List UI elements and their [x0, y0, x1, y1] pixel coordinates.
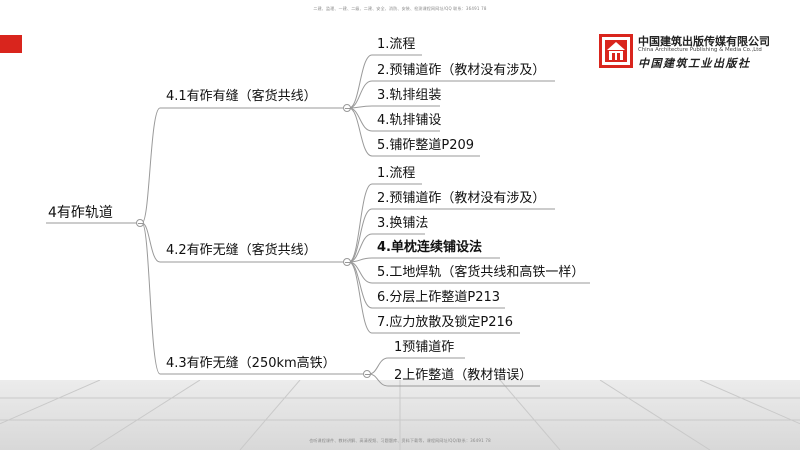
publisher-name-en: China Architecture Publishing & Media Co… [638, 47, 762, 53]
publisher-emblem-icon [599, 34, 633, 68]
publisher-name-script: 中国建筑工业出版社 [638, 57, 751, 70]
leaf-4-2-6[interactable]: 6.分层上砟整道P213 [377, 290, 501, 305]
branch-4-1[interactable]: 4.1有砟有缝（客货共线） [166, 89, 317, 104]
publisher-name-cn: 中国建筑出版传媒有限公司 [638, 35, 770, 48]
branch-4-3[interactable]: 4.3有砟无缝（250km高铁） [166, 356, 336, 371]
leaf-4-1-2[interactable]: 2.预铺道砟（教材没有涉及） [377, 63, 546, 78]
leaf-4-1-4[interactable]: 4.轨排铺设 [377, 113, 442, 128]
leaf-4-2-1[interactable]: 1.流程 [377, 166, 416, 181]
publisher-logo: 中国建筑出版传媒有限公司 China Architecture Publishi… [598, 33, 770, 71]
leaf-4-1-1[interactable]: 1.流程 [377, 37, 416, 52]
leaf-4-2-7[interactable]: 7.应力放散及锁定P216 [377, 315, 514, 330]
floor-background [0, 380, 800, 450]
leaf-4-2-2[interactable]: 2.预铺道砟（教材没有涉及） [377, 191, 546, 206]
leaf-4-3-2[interactable]: 2上砟整道（教材错误） [394, 368, 533, 383]
leaf-4-2-4[interactable]: 4.单枕连续铺设法 [377, 240, 482, 255]
top-notice: 二建、监理、一建、二级、二建、安全、消防、安装、检测课程网网址/QQ 联系：36… [313, 6, 487, 11]
leaf-4-1-3[interactable]: 3.轨排组装 [377, 88, 442, 103]
collapse-branch-3-toggle[interactable]: − [363, 370, 371, 379]
leaf-4-2-3[interactable]: 3.换铺法 [377, 216, 429, 231]
accent-bar [0, 35, 22, 53]
mindmap-root[interactable]: 4有砟轨道 [48, 205, 113, 221]
leaf-4-1-5[interactable]: 5.铺砟整道P209 [377, 138, 475, 153]
collapse-branch-1-toggle[interactable]: − [343, 104, 351, 113]
collapse-root-toggle[interactable]: − [136, 219, 144, 228]
collapse-branch-2-toggle[interactable]: − [343, 258, 351, 267]
leaf-4-2-5[interactable]: 5.工地焊轨（客货共线和高铁一样） [377, 265, 585, 280]
branch-4-2[interactable]: 4.2有砟无缝（客货共线） [166, 243, 317, 258]
leaf-4-3-1[interactable]: 1预铺道砟 [394, 340, 455, 355]
bottom-notice: 也听课程课件、教材讲解、高清视频、习题题库、资料下载等，课程网网址/QQ/联系：… [309, 438, 491, 443]
